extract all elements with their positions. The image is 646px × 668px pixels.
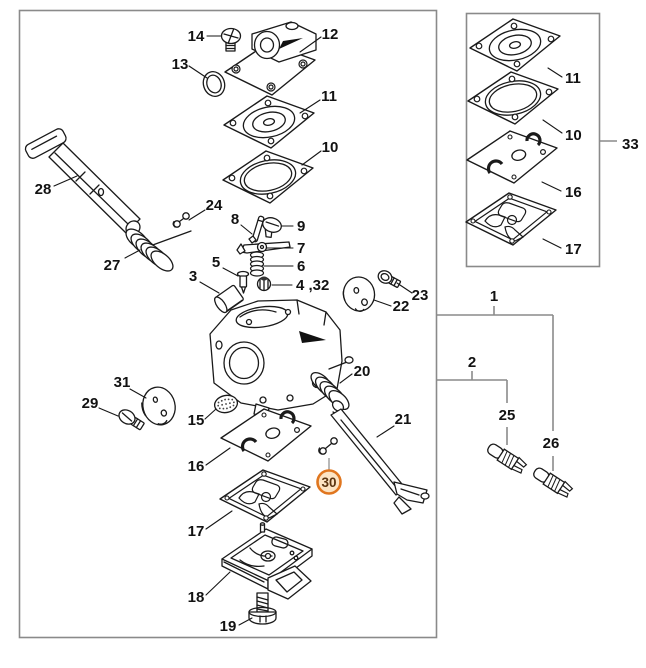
part-18-pump-base xyxy=(221,522,313,600)
inset-label-17: 17 xyxy=(565,241,582,258)
group-label-2: 2 xyxy=(468,354,476,371)
group-label-25: 25 xyxy=(499,407,516,424)
part-label-21: 21 xyxy=(395,411,412,428)
group-bracket-lines xyxy=(437,140,617,471)
part-label-23: 23 xyxy=(412,287,429,304)
inset-label-11: 11 xyxy=(565,70,581,87)
group-label-26: 26 xyxy=(543,435,560,452)
main-diagram-frame xyxy=(18,9,438,639)
highlight-circle[interactable] xyxy=(316,469,342,495)
part-label-31: 31 xyxy=(114,374,131,391)
selected-part-badge-30[interactable]: 30 xyxy=(316,469,342,495)
part-10-gasket xyxy=(223,151,313,203)
inset-part-11-diaphragm xyxy=(470,19,560,71)
part-23-screw xyxy=(377,270,402,288)
inset-part-number-labels: 11 10 16 17 xyxy=(565,70,582,258)
part-25-adjusting-screw xyxy=(484,440,529,476)
inset-part-17-gasket xyxy=(466,193,556,245)
part-17-gasket xyxy=(220,470,310,522)
part-27-spring xyxy=(125,228,192,272)
part-number-labels: 14 13 12 11 10 28 27 24 8 9 7 6 5 3 4 ,3… xyxy=(35,26,429,635)
part-22-cover-disc xyxy=(342,276,376,312)
part-label-4-32: 4 ,32 xyxy=(296,277,329,294)
part-label-22: 22 xyxy=(393,298,410,315)
assembly-label-33: 33 xyxy=(622,136,639,153)
part-label-28: 28 xyxy=(35,181,52,198)
part-label-15: 15 xyxy=(188,412,205,429)
part-label-19: 19 xyxy=(220,618,237,635)
part-label-11: 11 xyxy=(321,88,337,105)
part-31-cover-disc xyxy=(141,386,176,426)
part-21-throttle-rod xyxy=(330,400,430,515)
leader-lines xyxy=(53,35,563,626)
part-29-screw xyxy=(118,409,145,431)
part-19-screw xyxy=(248,592,277,625)
inset-assembly-frame xyxy=(465,12,601,268)
part-label-3: 3 xyxy=(189,268,197,285)
part-30-clip xyxy=(318,437,338,455)
part-28-choke-shaft xyxy=(24,128,141,236)
part-4-32-nut xyxy=(256,276,272,292)
inset-label-16: 16 xyxy=(565,184,582,201)
part-label-17: 17 xyxy=(188,523,205,540)
part-label-12: 12 xyxy=(322,26,339,43)
part-label-6: 6 xyxy=(297,258,305,275)
part-7-lever xyxy=(236,235,291,255)
part-24-clip xyxy=(172,212,190,228)
part-label-7: 7 xyxy=(297,240,305,257)
part-label-18: 18 xyxy=(188,589,205,606)
group-label-1: 1 xyxy=(490,288,498,305)
part-14-screw xyxy=(220,27,242,52)
part-16-diaphragm xyxy=(221,409,311,461)
part-label-8: 8 xyxy=(231,211,239,228)
part-label-20: 20 xyxy=(354,363,371,380)
part-3-plug xyxy=(214,284,244,314)
highlighted-part-label-30[interactable]: 30 xyxy=(321,475,336,490)
part-20-spring xyxy=(310,371,350,411)
part-15-screen xyxy=(213,394,239,414)
part-6-spring xyxy=(249,251,265,277)
part-label-29: 29 xyxy=(82,395,99,412)
part-label-27: 27 xyxy=(104,257,121,274)
inset-label-10: 10 xyxy=(565,127,582,144)
part-label-13: 13 xyxy=(172,56,189,73)
part-11-diaphragm xyxy=(224,96,314,148)
inset-part-10-gasket xyxy=(468,72,558,124)
part-5-inlet-needle xyxy=(236,270,250,294)
inset-part-16-diaphragm xyxy=(467,131,557,183)
part-label-14: 14 xyxy=(188,28,205,45)
part-label-9: 9 xyxy=(297,218,305,235)
part-13-o-ring xyxy=(202,71,226,97)
part-label-10: 10 xyxy=(322,139,339,156)
group-reference-labels: 1 2 25 26 xyxy=(468,288,560,452)
part-label-5: 5 xyxy=(212,254,220,271)
part-label-24: 24 xyxy=(206,197,223,214)
part-9-screw xyxy=(262,217,282,238)
part-label-16: 16 xyxy=(188,458,205,475)
